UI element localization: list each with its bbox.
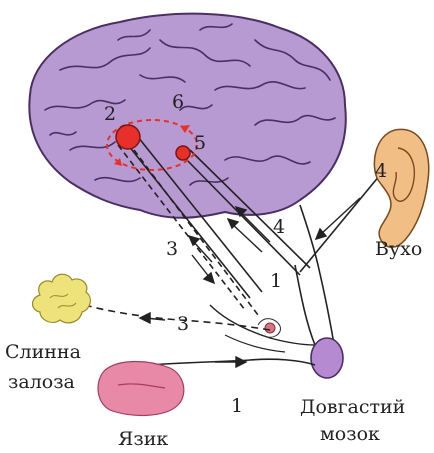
label-5: 5 [194, 132, 206, 154]
tongue-shape [98, 362, 184, 416]
medulla-upper-outline [210, 305, 315, 345]
arrow-1-up-head [189, 236, 199, 245]
label-6: 6 [172, 91, 184, 113]
ear [374, 129, 428, 247]
ear-shape [374, 129, 428, 247]
label-ear: Вухо [375, 238, 422, 260]
gland-shape [33, 274, 91, 323]
label-1-tongue: 1 [231, 395, 243, 417]
label-3-path: 3 [166, 238, 178, 260]
arrow-4-up-head2 [228, 219, 238, 228]
label-medulla-1: Довгастий [300, 396, 405, 418]
arrow-tongue-head [236, 357, 246, 367]
label-gland-1: Слинна [5, 341, 81, 363]
label-4-ear: 4 [375, 160, 387, 182]
medulla-inner-outline [225, 335, 285, 352]
brain-shape [29, 14, 345, 218]
tongue [98, 362, 184, 416]
label-2: 2 [104, 103, 116, 125]
arrow-3-down-head [204, 273, 214, 283]
center-5-dot [176, 146, 190, 160]
medulla-oblongata [311, 338, 343, 378]
label-gland-2: залоза [8, 371, 75, 393]
label-1-path: 1 [270, 270, 282, 292]
arrow-gland-head [140, 313, 150, 323]
salivary-gland [33, 274, 91, 323]
arrow-ear-line [320, 198, 360, 235]
label-3-gland: 3 [177, 313, 189, 335]
arrow-4-up-line2 [230, 222, 262, 252]
label-4-path: 4 [273, 216, 285, 238]
label-tongue: Язик [118, 428, 168, 450]
salivary-center-dot [265, 323, 275, 333]
brain [29, 14, 345, 218]
arrow-3-down-line [192, 255, 210, 278]
center-2-dot [116, 125, 140, 149]
label-medulla-2: мозок [320, 423, 380, 445]
